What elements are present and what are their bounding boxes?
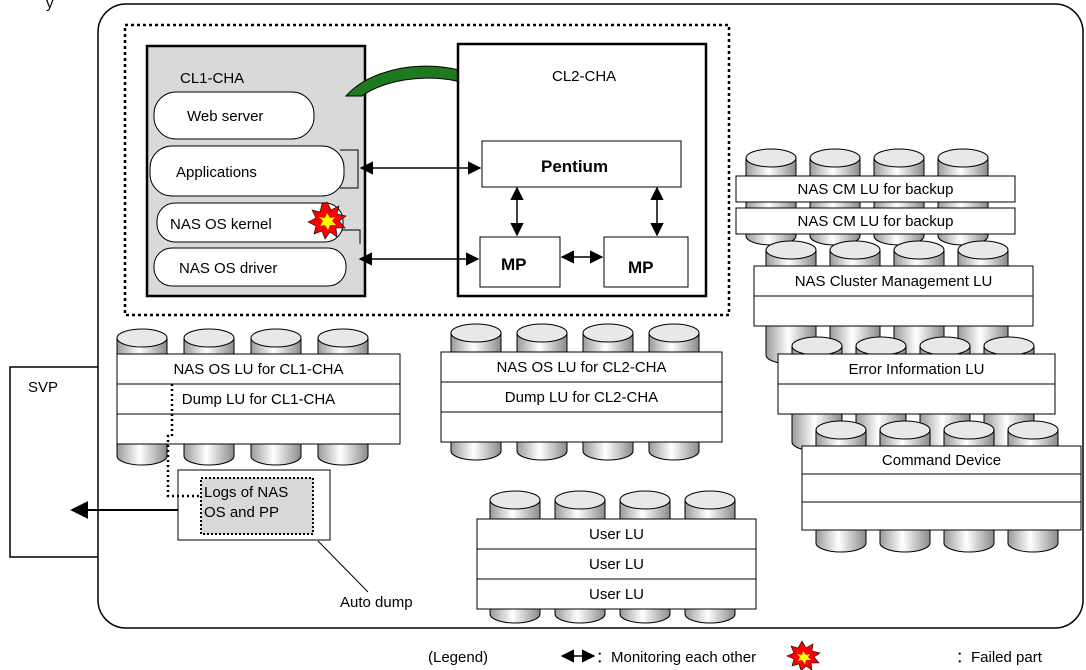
failure-burst-icon: [307, 201, 347, 240]
module-nas-os-kernel: NAS OS kernel: [170, 216, 272, 233]
lu-bar: [476, 578, 757, 610]
logs-line1: Logs of NAS: [204, 484, 288, 501]
lu-label: User LU: [589, 526, 644, 543]
svp-label: SVP: [28, 379, 58, 396]
legend: (Legend) ：Monitoring each other ：Failed …: [428, 640, 1043, 670]
dump-path: [166, 384, 202, 498]
failure-burst-icon: [786, 640, 821, 670]
mp-left-label: MP: [501, 255, 527, 274]
lu-bar: [116, 353, 401, 385]
lu-bar: [440, 381, 723, 413]
lu-bar: [777, 383, 1056, 415]
lu-label: Error Information LU: [849, 361, 985, 378]
lu-bar: [440, 411, 723, 443]
module-applications: Applications: [176, 164, 257, 181]
legend-monitoring: ：Monitoring each other: [596, 649, 756, 666]
lu-bar: [440, 351, 723, 383]
cl2-cha-box: CL2-CHA Pentium MP MP: [456, 42, 708, 298]
mp-right-label: MP: [628, 258, 654, 277]
auto-dump-label: Auto dump: [340, 594, 413, 611]
legend-failed: ：Failed part: [956, 649, 1043, 666]
lu-bar: [116, 413, 401, 445]
lu-bar: [476, 548, 757, 580]
lu-label: NAS Cluster Management LU: [795, 273, 993, 290]
cluster-boundary: [123, 23, 731, 317]
lu-bar: [801, 501, 1082, 531]
logs-box: Logs of NAS OS and PP: [177, 469, 331, 541]
lu-label: Command Device: [882, 452, 1001, 469]
top-text: y: [46, 0, 54, 12]
lu-label: User LU: [589, 586, 644, 603]
lu-label: NAS CM LU for backup: [798, 181, 954, 198]
lu-label: Dump LU for CL2-CHA: [505, 389, 658, 406]
auto-dump-pointer: [317, 540, 369, 593]
lu-bar: [476, 518, 757, 550]
module-nas-os-driver: NAS OS driver: [179, 260, 277, 277]
logs-line2: OS and PP: [204, 504, 279, 521]
lu-bar: [116, 383, 401, 415]
pentium-label: Pentium: [541, 157, 608, 176]
lu-bar: [753, 295, 1034, 327]
lu-label: User LU: [589, 556, 644, 573]
module-web-server: Web server: [187, 108, 263, 125]
svp-box: [9, 366, 98, 558]
cl2-title: CL2-CHA: [552, 68, 616, 85]
cl1-cha-box: CL1-CHA Web server Applications NAS OS k…: [145, 44, 367, 298]
legend-title: (Legend): [428, 649, 488, 666]
lu-bar: [735, 175, 1016, 203]
lu-bar: [753, 265, 1034, 297]
lu-bar: [735, 207, 1016, 235]
lu-label: NAS OS LU for CL2-CHA: [496, 359, 666, 376]
lu-label: NAS CM LU for backup: [798, 213, 954, 230]
cl1-title: CL1-CHA: [180, 70, 244, 87]
lu-bar: [777, 353, 1056, 385]
disk-subsystem-box: [97, 3, 1084, 629]
monitoring-arrows: [358, 161, 664, 266]
lu-label: NAS OS LU for CL1-CHA: [173, 361, 343, 378]
lu-bar: [801, 473, 1082, 503]
lu-label: Dump LU for CL1-CHA: [182, 391, 335, 408]
